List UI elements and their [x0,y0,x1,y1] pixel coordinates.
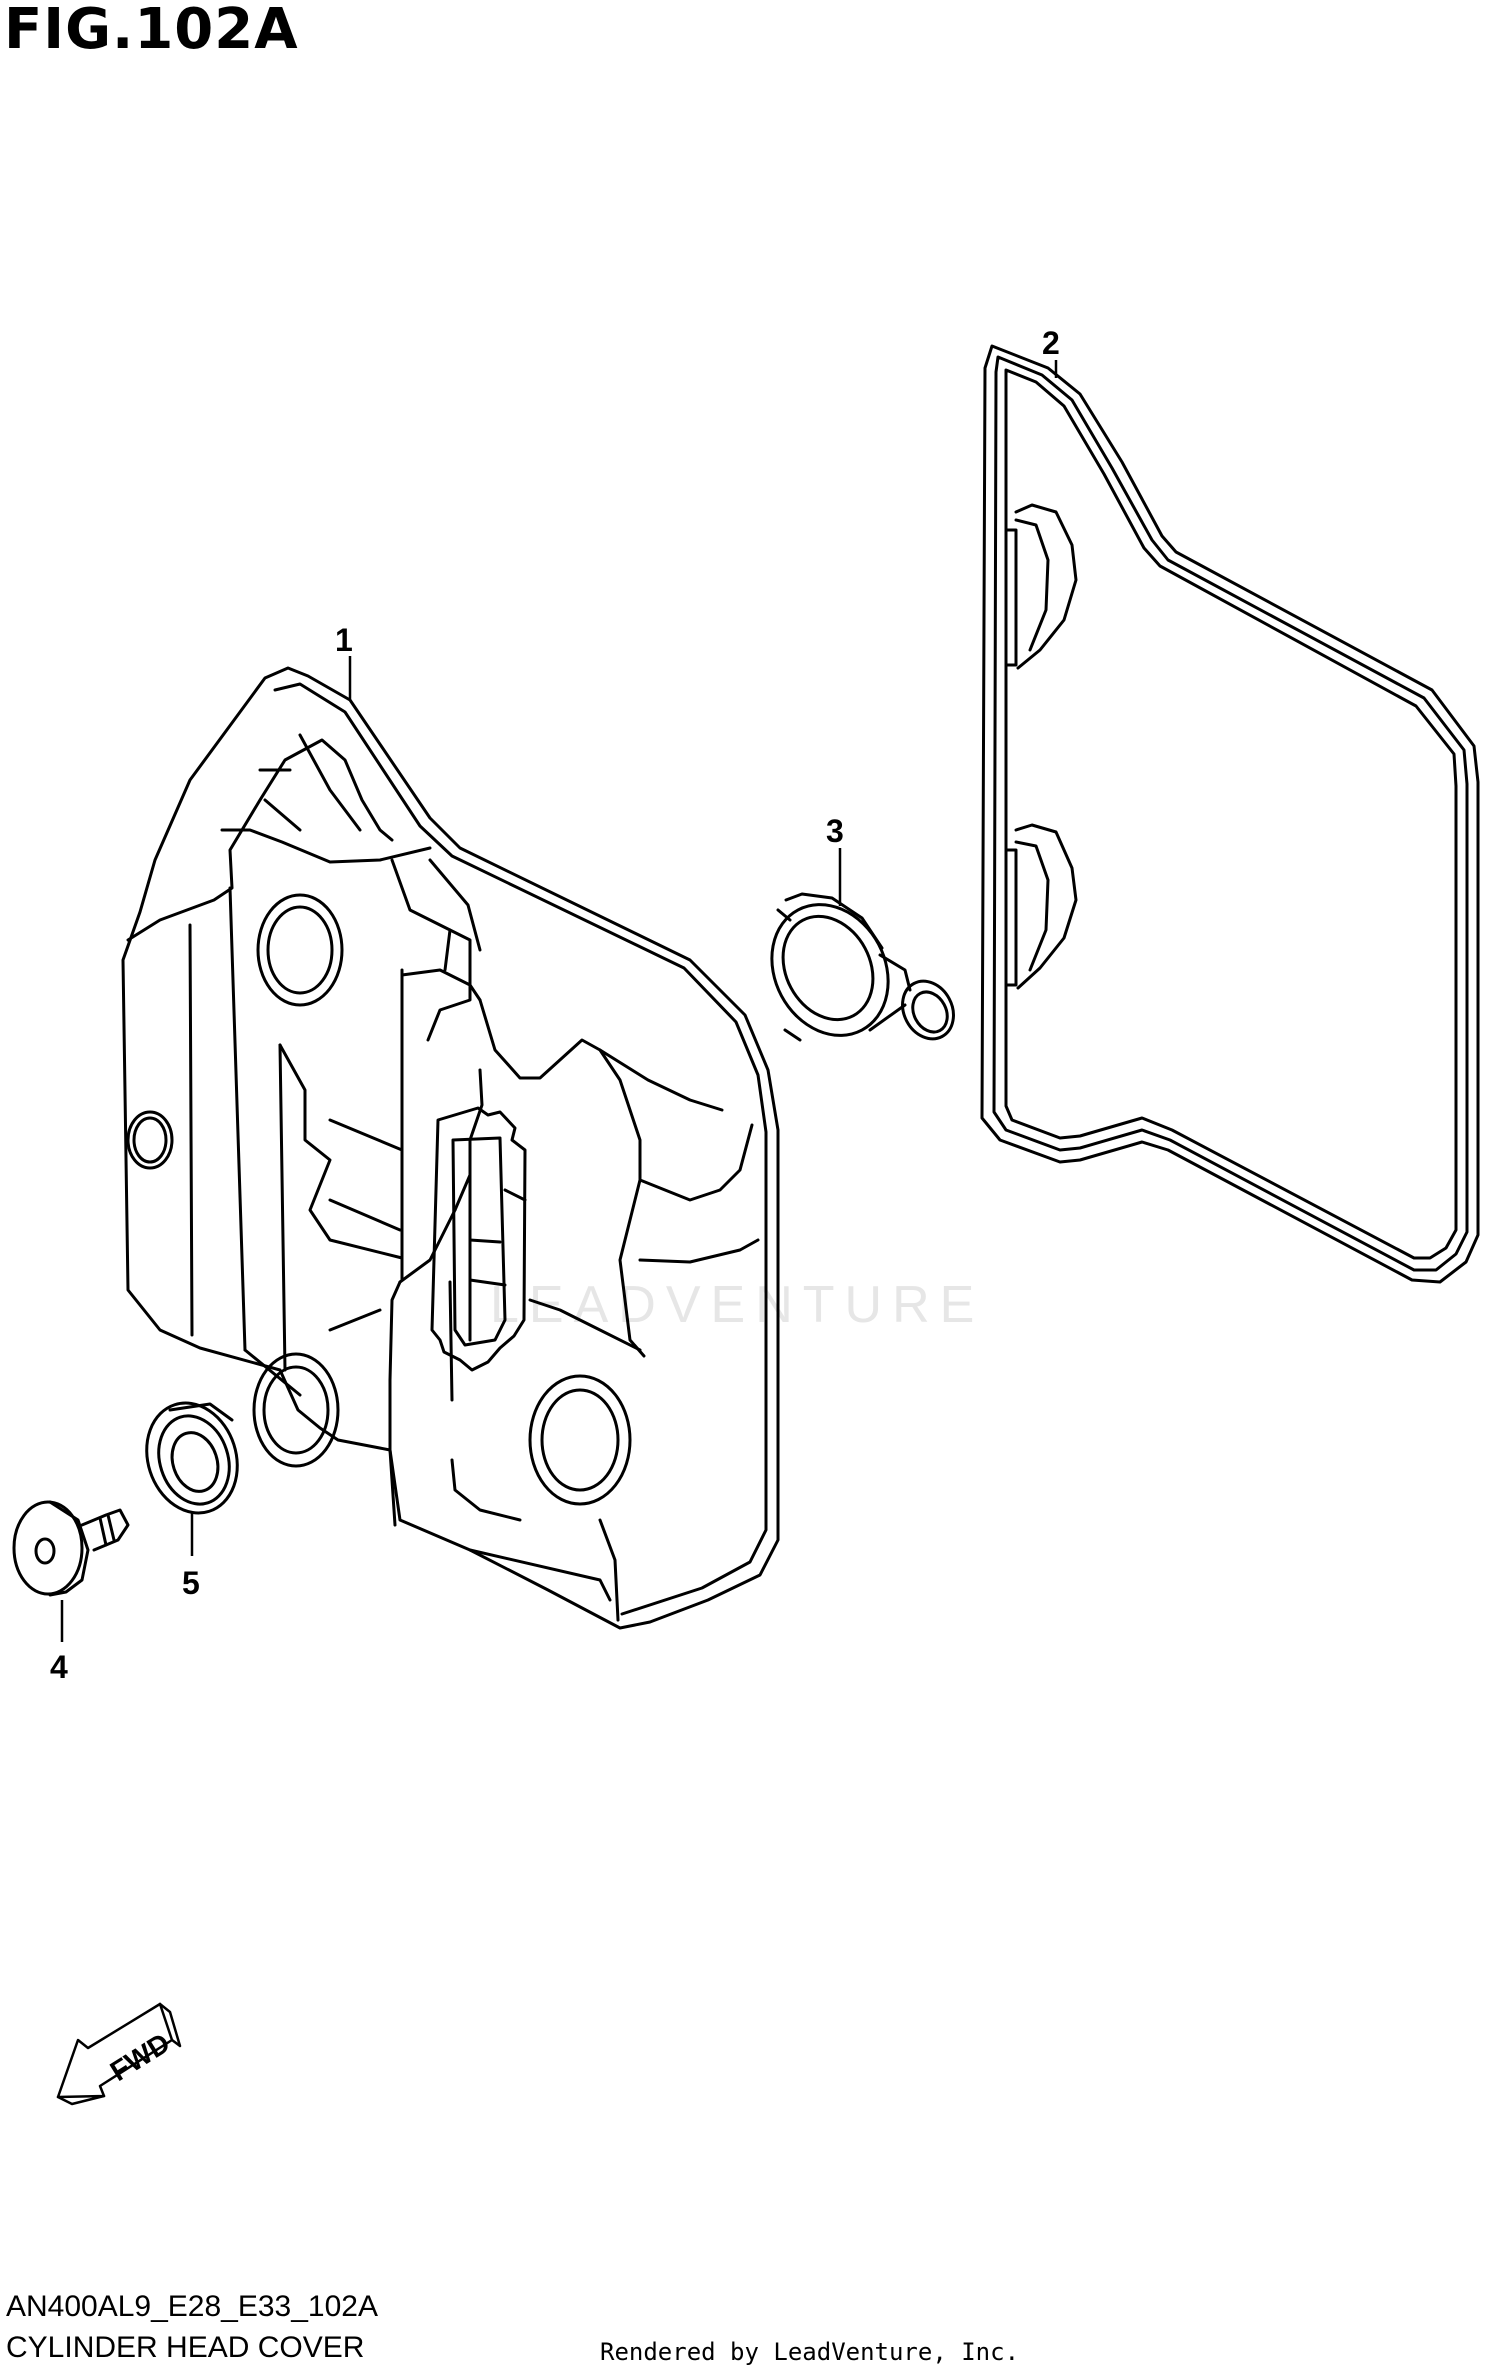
watermark: LEADVENTURE [490,1276,985,1334]
callout-5: 5 [182,1565,200,1601]
fwd-arrow [56,2002,182,2106]
leader-lines [60,360,1058,1642]
figure-title: FIG.102A [4,0,299,62]
callout-3: 3 [826,813,844,849]
render-credit: Rendered by LeadVenture, Inc. [600,2338,1020,2366]
cylinder-head-cover[interactable] [121,666,780,1630]
callout-1: 1 [335,622,353,658]
fwd-label: FWD [105,2027,176,2087]
plug-seal[interactable] [750,884,964,1056]
bolt[interactable] [12,1500,130,1597]
washer-seal[interactable] [133,1391,251,1525]
diagram-code: AN400AL9_E28_E33_102A [6,2290,378,2323]
callout-4: 4 [50,1649,68,1685]
gasket[interactable] [980,344,1480,1284]
diagram-name: CYLINDER HEAD COVER [6,2331,365,2364]
callout-2: 2 [1042,325,1060,361]
